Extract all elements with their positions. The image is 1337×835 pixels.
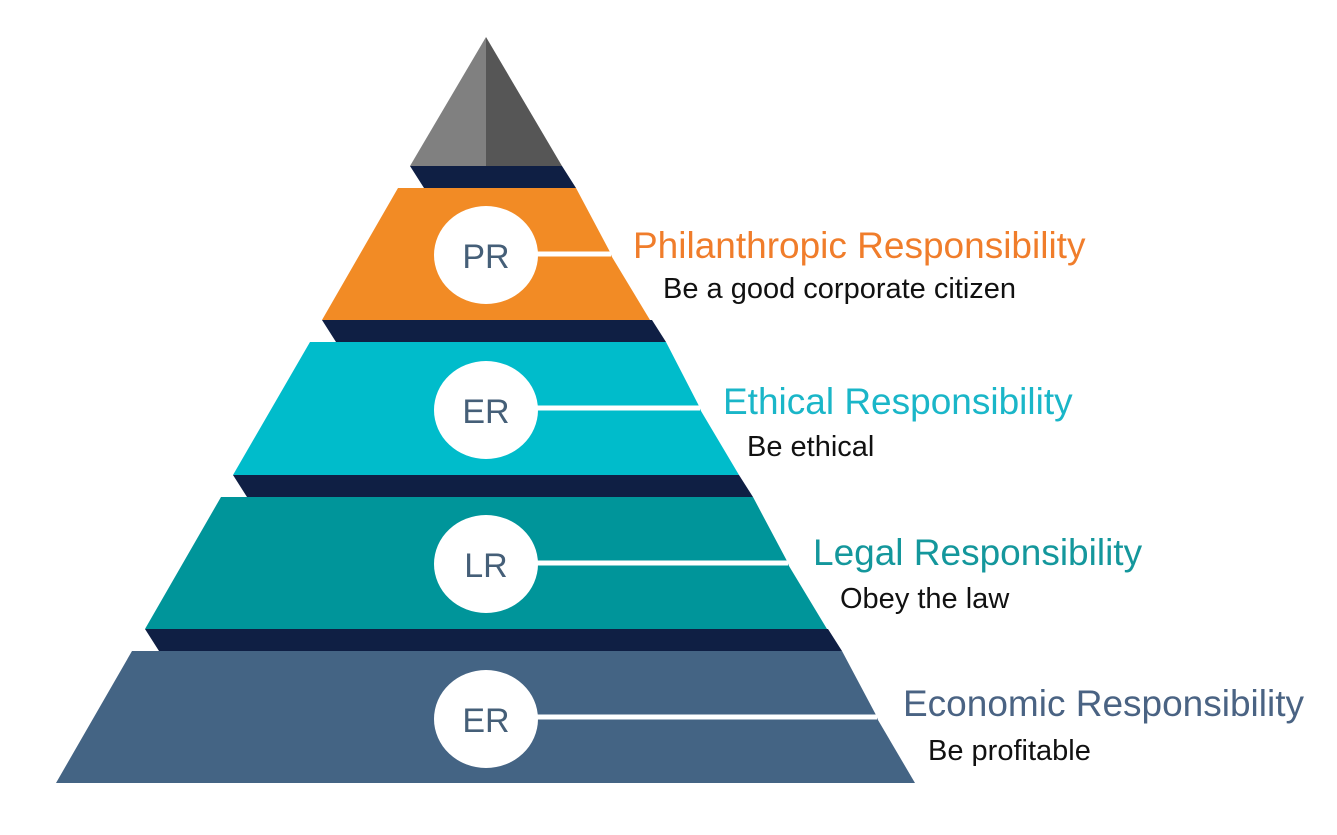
badge-label: PR xyxy=(462,238,509,276)
level-subtitle: Be ethical xyxy=(747,431,874,463)
shadow-joint-1 xyxy=(410,166,576,188)
pyramid-level-legal: LR Legal Responsibility Obey the law xyxy=(145,497,1143,629)
level-title: Legal Responsibility xyxy=(813,532,1143,573)
apex-left-face xyxy=(410,37,486,166)
apex-right-face xyxy=(486,37,562,166)
badge-circle xyxy=(434,206,538,304)
pyramid-level-ethical: ER Ethical Responsibility Be ethical xyxy=(233,342,1073,475)
shadow-joint-3 xyxy=(233,475,753,497)
level-title: Economic Responsibility xyxy=(903,683,1305,724)
badge-label: ER xyxy=(462,393,509,431)
pyramid-level-philanthropic: PR Philanthropic Responsibility Be a goo… xyxy=(322,188,1086,320)
level-title: Philanthropic Responsibility xyxy=(633,225,1086,266)
badge-circle xyxy=(434,361,538,459)
pyramid-level-economic: ER Economic Responsibility Be profitable xyxy=(56,651,1305,783)
pyramid-apex xyxy=(410,37,562,166)
level-subtitle: Obey the law xyxy=(840,583,1010,615)
layer-shadows xyxy=(145,166,842,651)
level-title: Ethical Responsibility xyxy=(723,381,1073,422)
shadow-joint-4 xyxy=(145,629,842,651)
badge-circle xyxy=(434,515,538,613)
shadow-joint-2 xyxy=(322,320,666,342)
badge-circle xyxy=(434,670,538,768)
badge-label: LR xyxy=(464,547,507,585)
level-subtitle: Be a good corporate citizen xyxy=(663,273,1016,305)
badge-label: ER xyxy=(462,702,509,740)
level-subtitle: Be profitable xyxy=(928,735,1091,767)
